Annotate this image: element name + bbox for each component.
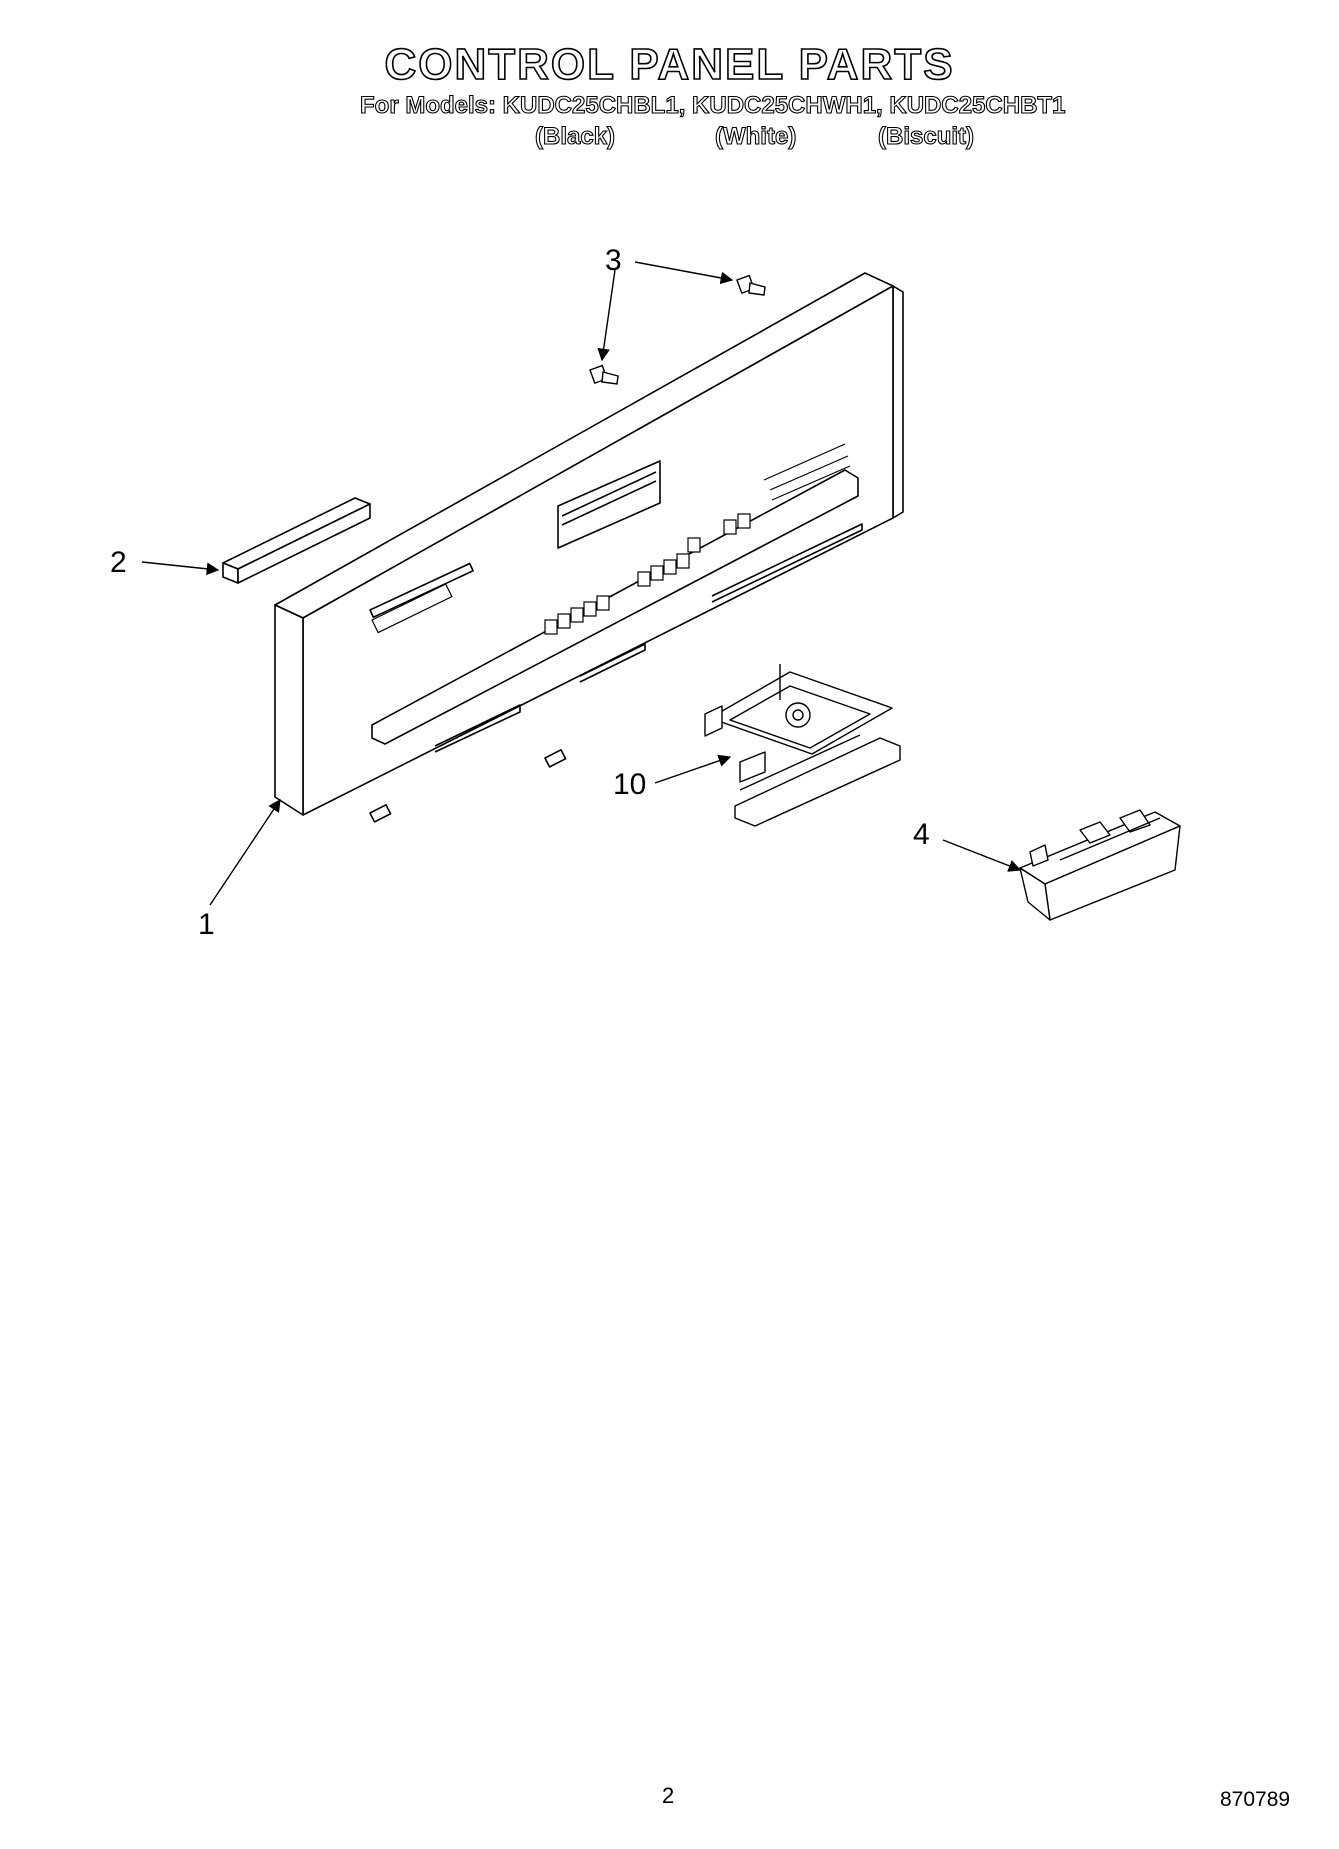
- color-label-white: (White): [714, 122, 797, 150]
- strip-part: [222, 497, 371, 584]
- panel-button-cluster: [371, 443, 851, 635]
- document-number: 870789: [1220, 1788, 1291, 1811]
- callout-2: 2: [110, 546, 127, 579]
- models-line: For Models: KUDC25CHBL1, KUDC25CHWH1, KU…: [359, 91, 1066, 119]
- color-label-black: (Black): [534, 122, 616, 150]
- screw-part: [589, 274, 766, 385]
- leader-arrows: [141, 261, 1022, 906]
- page-number: 2: [662, 1783, 675, 1808]
- page-title: CONTROL PANEL PARTS: [384, 39, 955, 90]
- latch-housing-part: [1019, 809, 1181, 921]
- control-panel-part: [274, 272, 904, 823]
- dispenser-bracket-part: [704, 664, 901, 827]
- callout-3: 3: [605, 244, 622, 277]
- callout-1: 1: [198, 908, 215, 941]
- callout-10: 10: [613, 768, 647, 801]
- callout-4: 4: [913, 818, 930, 851]
- color-label-biscuit: (Biscuit): [877, 122, 974, 150]
